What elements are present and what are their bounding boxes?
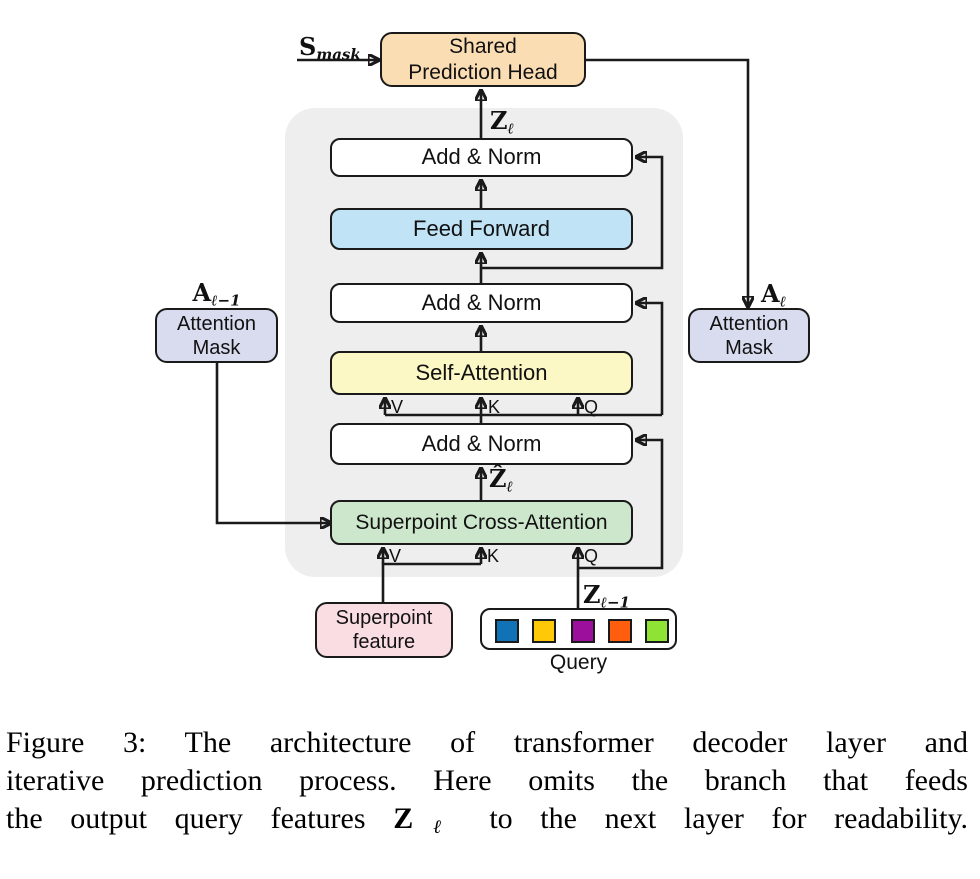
wire-ca-vk-bus — [381, 562, 481, 602]
self-attention-label: Self-Attention — [415, 359, 548, 385]
attention-mask-box-left: Attention Mask — [155, 308, 278, 363]
cross-attention-q-label: Q — [584, 546, 599, 566]
caption-zl-math: Zℓ — [393, 802, 462, 838]
attention-mask-line1: Attention — [177, 312, 256, 335]
smask-symbol: S — [299, 32, 317, 61]
zl-symbol: Z — [490, 106, 508, 135]
caption-line-3-text-after: to the next layer for readability. — [461, 802, 969, 835]
al-label: Aℓ — [761, 279, 786, 312]
cross-attention-v-label: V — [389, 546, 402, 566]
add-norm-box-middle: Add & Norm — [330, 283, 633, 323]
caption-zl-symbol: Z — [393, 802, 414, 835]
caption-line-1: Figure 3: The architecture of transforme… — [6, 726, 968, 759]
add-norm-box-top: Add & Norm — [330, 138, 633, 177]
self-attention-k-label: K — [488, 397, 501, 417]
superpoint-cross-attention-box: Superpoint Cross-Attention — [330, 500, 633, 545]
query-token-square — [608, 619, 632, 643]
caption-zl-subscript: ℓ — [413, 816, 462, 838]
figure-caption: Figure 3: The architecture of transforme… — [6, 724, 968, 847]
decoder-architecture-diagram: Shared Prediction Head Add & Norm Feed F… — [155, 0, 980, 674]
attention-mask-line1: Attention — [709, 312, 789, 335]
smask-label: Smask — [299, 32, 361, 64]
add-norm-label: Add & Norm — [421, 430, 542, 456]
self-attention-v-label: V — [391, 397, 404, 417]
al-minus-1-symbol: A — [192, 278, 212, 307]
superpoint-cross-attention-label: Superpoint Cross-Attention — [355, 510, 608, 534]
add-norm-box-bottom: Add & Norm — [330, 423, 633, 465]
shared-prediction-head-line1: Shared — [449, 35, 517, 59]
superpoint-feature-line1: Superpoint — [335, 607, 433, 629]
cross-attention-k-label: K — [487, 546, 500, 566]
wire-sa-residual — [635, 303, 664, 415]
wire-ca-residual — [578, 440, 664, 570]
zl-minus-1-subscript: ℓ−1 — [600, 593, 630, 612]
wire-head-to-mask-right — [586, 58, 748, 308]
al-minus-1-subscript: ℓ−1 — [211, 291, 241, 310]
attention-mask-line2: Mask — [192, 336, 241, 359]
attention-mask-box-right: Attention Mask — [688, 308, 810, 363]
caption-line-3-text-before: the output query features — [6, 802, 394, 835]
add-norm-label: Add & Norm — [421, 144, 542, 170]
self-attention-q-label: Q — [584, 397, 599, 417]
query-token-square — [645, 619, 669, 643]
add-norm-label: Add & Norm — [421, 289, 542, 315]
zl-minus-1-symbol: Z — [583, 580, 601, 609]
wire-ff-residual — [481, 157, 664, 270]
self-attention-box: Self-Attention — [330, 351, 633, 395]
shared-prediction-head-line2: Prediction Head — [408, 60, 558, 84]
al-subscript: ℓ — [779, 292, 787, 311]
zl-label: Zℓ — [490, 106, 514, 139]
zhat-subscript: ℓ — [506, 477, 513, 496]
al-symbol: A — [761, 279, 780, 308]
caption-line-3: the output query features Zℓ to the next… — [6, 800, 968, 847]
caption-line-2: iterative prediction process. Here omits… — [6, 764, 968, 797]
query-label: Query — [549, 651, 608, 674]
wire-mask-to-ca — [215, 363, 332, 523]
shared-prediction-head-box: Shared Prediction Head — [380, 32, 586, 87]
superpoint-feature-line2: feature — [352, 631, 416, 653]
query-tokens-box — [480, 608, 677, 650]
wires-layer — [215, 0, 980, 608]
zhat-label: Ẑℓ — [489, 464, 513, 497]
zl-subscript: ℓ — [507, 119, 514, 138]
feed-forward-label: Feed Forward — [413, 215, 550, 241]
smask-subscript: mask — [316, 45, 361, 64]
zhat-symbol: Ẑ — [489, 464, 507, 493]
superpoint-feature-box: Superpoint feature — [315, 602, 453, 658]
query-token-square — [495, 619, 519, 643]
feed-forward-box: Feed Forward — [330, 208, 633, 250]
query-token-square — [532, 619, 556, 643]
attention-mask-line2: Mask — [725, 336, 773, 359]
al-minus-1-label: Aℓ−1 — [155, 278, 278, 311]
query-token-square — [571, 619, 595, 643]
zl-minus-1-label: Zℓ−1 — [583, 580, 630, 613]
